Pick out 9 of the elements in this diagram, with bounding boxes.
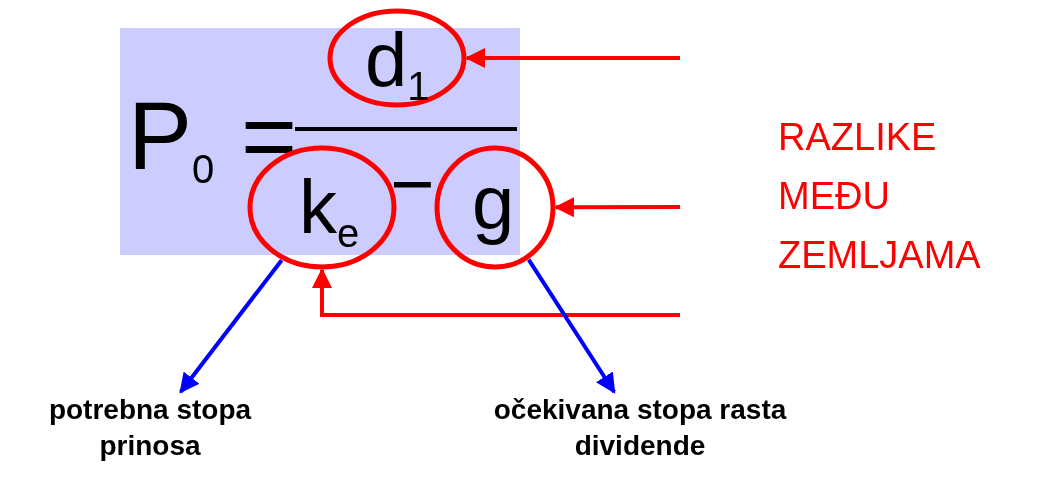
caption-text: očekivana stopa rasta dividende [480,392,800,472]
formula-text: P$_{0}$ = [128,88,297,189]
formula-symbol: d$_{1}$ [365,22,430,106]
highlight-circle [327,8,467,108]
caption-text: potrebna stopa prinosa [5,392,295,472]
highlight-circle [434,145,556,270]
minus-sign: − [390,146,435,222]
formula-box [120,28,520,255]
formula-symbol: k$_{e}$ [299,169,360,253]
